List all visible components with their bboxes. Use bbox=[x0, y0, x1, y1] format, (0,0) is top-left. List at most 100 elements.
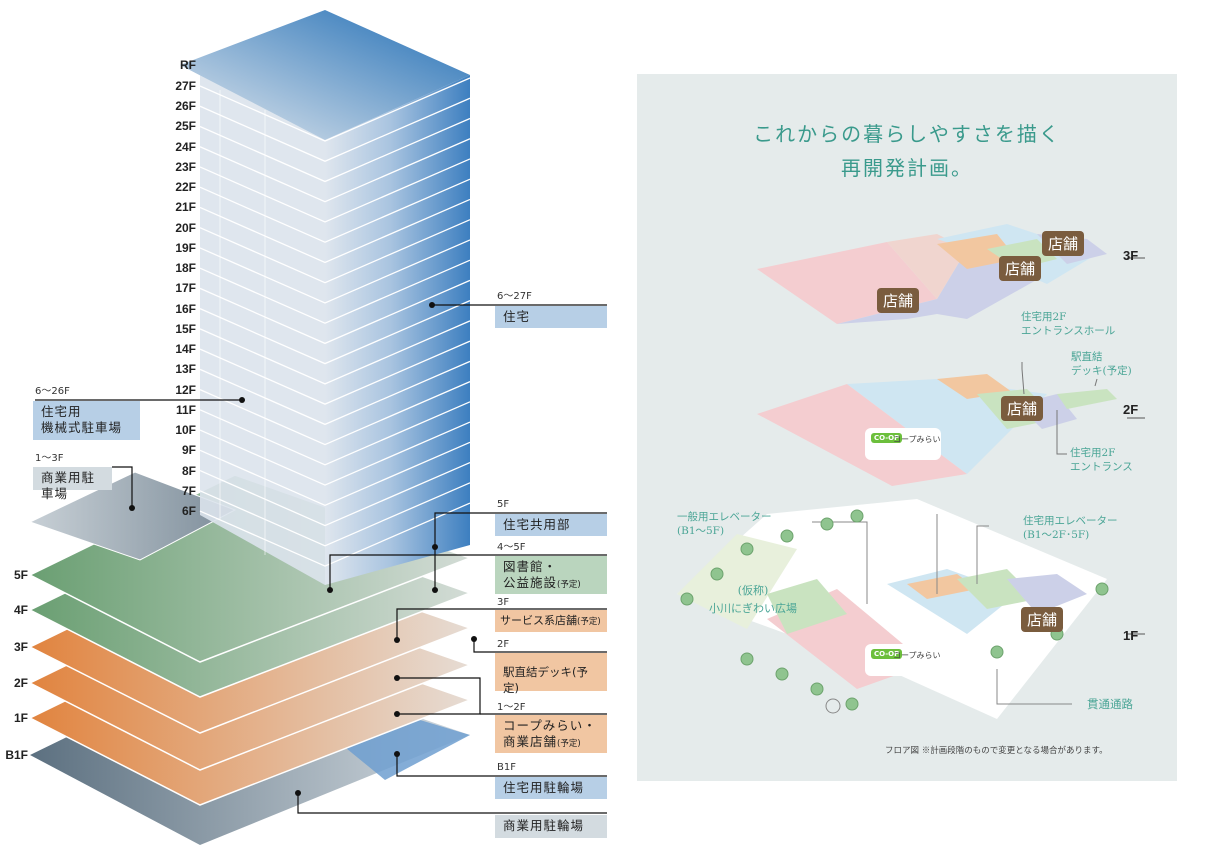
floor-label: 10F bbox=[175, 423, 196, 438]
floor-line bbox=[199, 421, 471, 486]
leader-dots bbox=[129, 302, 477, 796]
callout-note: (予定) bbox=[577, 617, 601, 627]
callout-label: 駅直結デッキ(予定) bbox=[503, 665, 588, 695]
floor-label: 17F bbox=[175, 281, 196, 296]
floor-line bbox=[199, 117, 471, 183]
callout-service-shops: サービス系店舗(予定) bbox=[495, 610, 607, 632]
callout-label: 住宅用 bbox=[41, 404, 82, 419]
floor-plan-panel: これからの暮らしやすさを描く 再開発計画。 bbox=[637, 74, 1177, 781]
floor-label: 27F bbox=[175, 79, 196, 93]
plan-floor-3f: 3F bbox=[1123, 248, 1139, 263]
plan-3f bbox=[757, 224, 1145, 324]
floor-line bbox=[199, 239, 471, 304]
floor-line bbox=[199, 300, 471, 365]
floor-line bbox=[199, 198, 471, 264]
leader-lines bbox=[35, 304, 607, 814]
callout-mechanical-parking: 住宅用機械式駐車場 bbox=[33, 401, 140, 440]
floor-label: 21F bbox=[175, 200, 196, 215]
floor-label-2f: 2F bbox=[13, 676, 28, 690]
floor-line bbox=[199, 502, 471, 567]
callout-note: (予定) bbox=[557, 739, 581, 749]
callout-range: 5F bbox=[497, 499, 510, 510]
callout-label: 商業店舗 bbox=[503, 734, 558, 749]
compass-icon bbox=[825, 698, 841, 714]
shop-badge: 店舗 bbox=[877, 288, 920, 313]
callout-label: 商業用駐車場 bbox=[41, 470, 96, 501]
floor-label-5f: 5F bbox=[13, 568, 28, 582]
callout-library: 図書館・公益施設(予定) bbox=[495, 556, 607, 594]
floor-line bbox=[199, 461, 471, 527]
callout-note: (予定) bbox=[557, 580, 581, 590]
callout-range: 4〜5F bbox=[497, 542, 526, 553]
floor-label: 8F bbox=[181, 463, 196, 478]
tower bbox=[180, 10, 471, 585]
callout-label: 商業用駐輪場 bbox=[503, 818, 585, 833]
floor-label: 6F bbox=[181, 504, 196, 519]
floor-label: 22F bbox=[175, 180, 196, 195]
floor-line bbox=[199, 482, 471, 547]
floor-label: 7F bbox=[181, 483, 196, 498]
floor-label: 16F bbox=[175, 301, 196, 316]
floor-line bbox=[199, 340, 471, 405]
shop-badge: 店舗 bbox=[999, 256, 1042, 281]
floor-label: 9F bbox=[181, 443, 196, 458]
floor-line bbox=[199, 441, 471, 507]
footnote: フロア図 ※計画段階のもので変更となる場合があります。 bbox=[885, 746, 1108, 756]
shop-badge: 店舗 bbox=[1021, 607, 1064, 632]
floor-label: 19F bbox=[175, 240, 196, 255]
floor-label: 25F bbox=[175, 119, 196, 134]
panel-title-line1: これからの暮らしやすさを描く bbox=[753, 122, 1061, 146]
floor-label: 12F bbox=[175, 382, 196, 397]
floor-label: 26F bbox=[175, 99, 196, 114]
floor-line bbox=[199, 360, 471, 426]
callout-range: 6〜26F bbox=[35, 386, 70, 397]
callout-label: コープみらい・ bbox=[503, 718, 597, 733]
floor-line bbox=[199, 279, 471, 345]
floor-label: 13F bbox=[175, 362, 196, 377]
plan-floor-2f: 2F bbox=[1123, 402, 1139, 417]
floor-line bbox=[199, 97, 471, 162]
floor-label: 14F bbox=[175, 342, 196, 357]
callout-label: 図書館・ bbox=[503, 559, 558, 574]
callout-label: 公益施設 bbox=[503, 575, 558, 590]
floor-line bbox=[199, 158, 471, 223]
callout-label: 住宅共用部 bbox=[503, 517, 571, 532]
label-general-elevator: 一般用エレベーター(B1〜5F) bbox=[677, 511, 772, 537]
callout-commercial-bicycle: 商業用駐輪場 bbox=[495, 815, 607, 838]
floor-line bbox=[199, 219, 471, 284]
floor-line bbox=[199, 259, 471, 324]
floor-label-4f: 4F bbox=[13, 603, 28, 617]
callout-range: 1〜3F bbox=[35, 453, 64, 464]
callout-commercial-parking: 商業用駐車場 bbox=[33, 467, 112, 501]
floor-label: 18F bbox=[175, 261, 196, 276]
floor-label: 11F bbox=[175, 402, 196, 417]
callout-label: 住宅 bbox=[503, 309, 531, 324]
tree-icons bbox=[680, 509, 1109, 711]
shop-badge: 店舗 bbox=[1001, 396, 1044, 421]
label-passage: 貫通通路 bbox=[1087, 697, 1133, 711]
floor-line bbox=[199, 77, 471, 142]
floor-label: RF bbox=[180, 58, 196, 72]
callout-range: 1〜2F bbox=[497, 702, 526, 713]
panel-title-line2: 再開発計画。 bbox=[841, 156, 973, 180]
callout-station-deck: 駅直結デッキ(予定) bbox=[495, 653, 607, 695]
callout-label: 機械式駐車場 bbox=[41, 420, 123, 435]
callout-range: 3F bbox=[497, 597, 510, 608]
floor-label-b1f: B1F bbox=[5, 748, 28, 762]
callout-coop: コープみらい・商業店舗(予定) bbox=[495, 715, 607, 753]
callout-label: 住宅用駐輪場 bbox=[503, 780, 585, 795]
callout-residential-bicycle: 住宅用駐輪場 bbox=[495, 777, 607, 799]
floor-line bbox=[199, 138, 471, 203]
floor-line bbox=[199, 381, 471, 446]
callout-range: 6〜27F bbox=[497, 291, 532, 302]
label-residential-elevator: 住宅用エレベーター(B1〜2F･5F) bbox=[1023, 515, 1118, 541]
floor-label: 20F bbox=[175, 220, 196, 235]
floor-label: 23F bbox=[175, 159, 196, 174]
floor-line bbox=[199, 178, 471, 243]
